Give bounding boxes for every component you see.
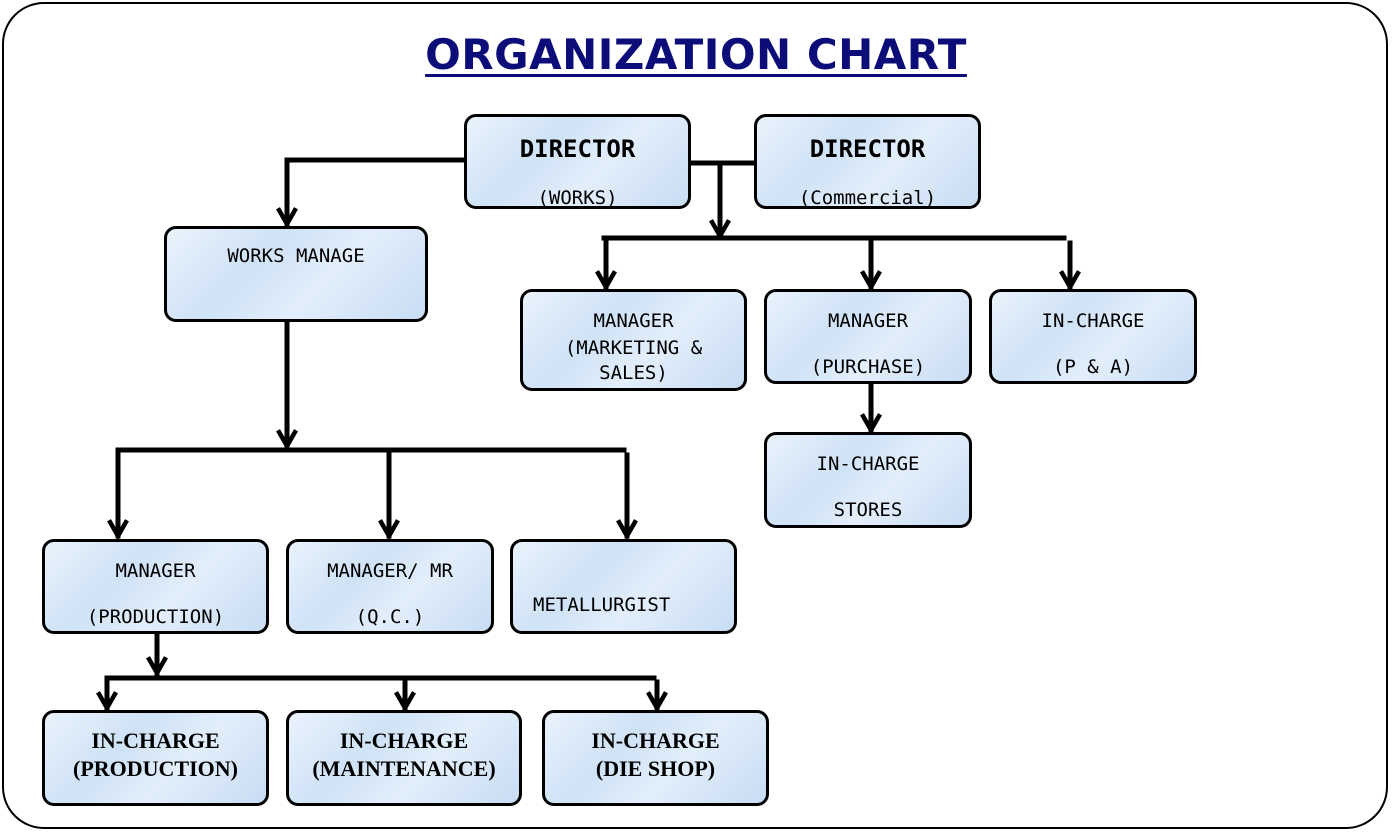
node-incharge-dieshop-line2: (DIE SHOP): [595, 756, 716, 781]
node-manager-production-line1: MANAGER: [115, 560, 196, 582]
node-incharge-maintenance: IN-CHARGE (MAINTENANCE): [286, 710, 522, 806]
node-manager-qc-line1: MANAGER/ MR: [327, 560, 453, 582]
node-director-works-title: DIRECTOR: [519, 135, 636, 163]
node-incharge-stores-line1: IN-CHARGE: [816, 453, 920, 475]
node-incharge-pa: IN-CHARGE (P & A): [989, 289, 1197, 384]
node-works-manager-title: WORKS MANAGE: [227, 245, 365, 267]
node-manager-marketing-line3: SALES): [599, 362, 668, 384]
page-title: ORGANIZATION CHART: [0, 30, 1392, 79]
node-incharge-dieshop-line1: IN-CHARGE: [591, 728, 720, 753]
node-incharge-production-line2: (PRODUCTION): [73, 756, 238, 781]
node-metallurgist-line1: METALLURGIST: [533, 594, 671, 616]
node-incharge-pa-line2: (P & A): [1052, 356, 1134, 378]
node-manager-production-line2: (PRODUCTION): [86, 606, 225, 628]
node-director-commercial-title: DIRECTOR: [809, 135, 926, 163]
node-incharge-maintenance-line1: IN-CHARGE: [339, 728, 469, 753]
node-manager-production: MANAGER (PRODUCTION): [42, 539, 269, 634]
node-director-commercial-subtitle: (Commercial): [798, 187, 937, 209]
node-manager-marketing: MANAGER (MARKETING & SALES): [520, 289, 747, 391]
node-manager-qc-line2: (Q.C.): [355, 606, 425, 628]
page-title-text: ORGANIZATION CHART: [425, 30, 967, 79]
node-manager-purchase-line1: MANAGER: [827, 310, 909, 332]
node-metallurgist: METALLURGIST: [510, 539, 737, 634]
node-director-works-subtitle: (WORKS): [537, 187, 618, 209]
node-manager-marketing-line1: MANAGER: [593, 310, 674, 332]
node-incharge-production-line1: IN-CHARGE: [91, 728, 220, 753]
node-manager-purchase-line2: (PURCHASE): [810, 356, 926, 378]
node-incharge-stores: IN-CHARGE STORES: [764, 432, 972, 528]
node-incharge-stores-line2: STORES: [833, 499, 903, 521]
connector-director-to-works-manager: [276, 157, 468, 229]
node-manager-purchase: MANAGER (PURCHASE): [764, 289, 972, 384]
node-incharge-pa-line1: IN-CHARGE: [1041, 310, 1145, 332]
node-director-works: DIRECTOR (WORKS): [464, 114, 691, 209]
node-works-manager: WORKS MANAGE: [164, 226, 428, 322]
node-incharge-dieshop: IN-CHARGE (DIE SHOP): [542, 710, 769, 806]
node-incharge-production: IN-CHARGE (PRODUCTION): [42, 710, 269, 806]
node-manager-marketing-line2: (MARKETING &: [564, 337, 703, 359]
node-director-commercial: DIRECTOR (Commercial): [754, 114, 981, 209]
node-manager-qc: MANAGER/ MR (Q.C.): [286, 539, 494, 634]
node-incharge-maintenance-line2: (MAINTENANCE): [312, 756, 496, 781]
